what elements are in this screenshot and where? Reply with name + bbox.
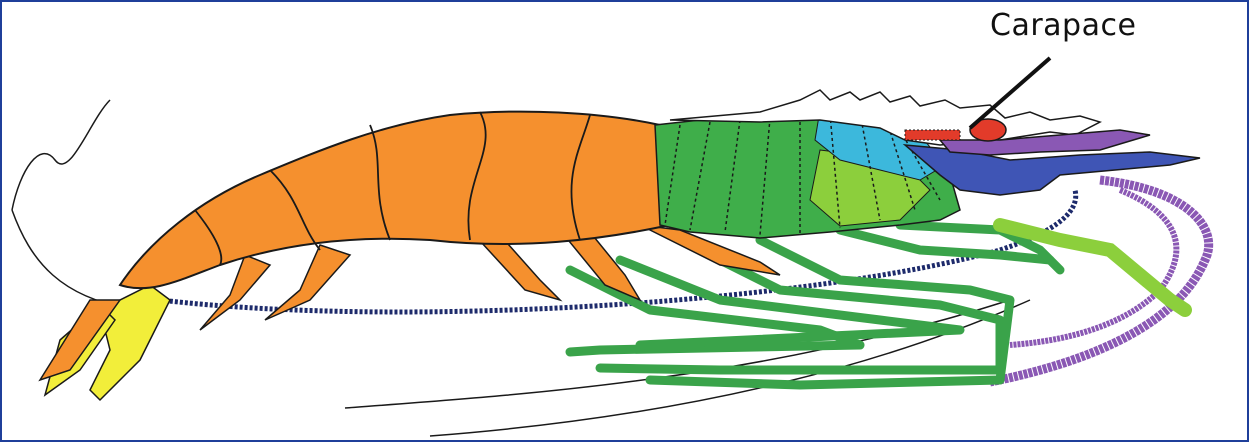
carapace-label: Carapace <box>990 8 1136 43</box>
eye-stalk <box>905 130 960 140</box>
